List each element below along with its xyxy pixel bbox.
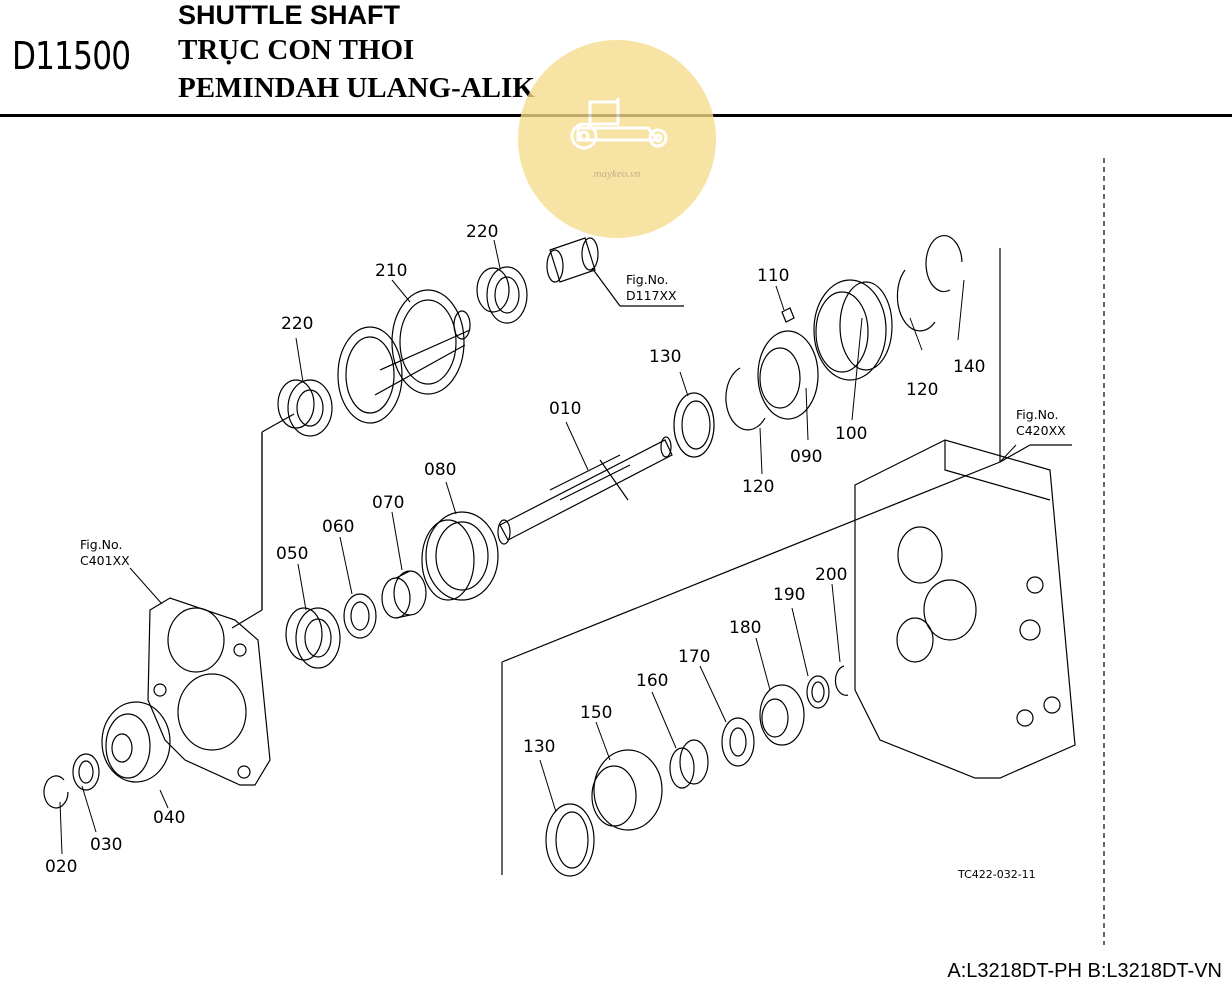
label-160: 160 — [636, 671, 669, 691]
part-130-ring-upper — [673, 392, 715, 458]
part-050-bearing — [285, 607, 341, 669]
label-010: 010 — [549, 399, 582, 419]
part-120-snap-ring-lower — [725, 367, 766, 431]
part-150-gear — [591, 749, 663, 831]
part-100-coupler — [813, 279, 893, 381]
label-020: 020 — [45, 857, 78, 877]
model-list: A:L3218DT-PH B:L3218DT-VN — [947, 960, 1222, 982]
figref-c401-label: Fig.No. — [80, 537, 123, 552]
part-180-bearing — [759, 684, 805, 746]
label-130-lower: 130 — [523, 737, 556, 757]
part-070-needle-bearing — [381, 570, 427, 619]
part-housing-c420 — [854, 439, 1076, 779]
figref-c420: Fig.No. C420XX — [1016, 407, 1066, 439]
title-indonesian: PEMINDAH ULANG-ALIK — [178, 72, 535, 104]
figref-c401: Fig.No. C401XX — [80, 537, 130, 569]
label-070: 070 — [372, 493, 405, 513]
title-vietnamese: TRỤC CON THOI — [178, 34, 415, 66]
label-180: 180 — [729, 618, 762, 638]
label-150: 150 — [580, 703, 613, 723]
label-110: 110 — [757, 266, 790, 286]
part-190-washer — [806, 675, 830, 709]
label-220-lower: 220 — [281, 314, 314, 334]
figref-c420-label: Fig.No. — [1016, 407, 1059, 422]
part-010-shaft — [497, 436, 673, 545]
label-190: 190 — [773, 585, 806, 605]
figref-c420-code: C420XX — [1016, 423, 1066, 438]
leader-lines — [59, 239, 1017, 855]
tractor-icon — [570, 98, 668, 150]
section-code: D11500 — [12, 34, 131, 78]
label-120-upper: 120 — [906, 380, 939, 400]
label-130-upper: 130 — [649, 347, 682, 367]
part-220-bearing-lower — [277, 379, 333, 437]
watermark-logo: maykeo.vn — [518, 40, 716, 238]
figref-d117-code: D117XX — [626, 288, 677, 303]
label-140: 140 — [953, 357, 986, 377]
label-090: 090 — [790, 447, 823, 467]
part-130-ring-lower — [545, 803, 595, 877]
part-110-key — [781, 307, 795, 323]
label-170: 170 — [678, 647, 711, 667]
part-030-washer — [72, 753, 100, 791]
label-120-lower: 120 — [742, 477, 775, 497]
watermark-text: maykeo.vn — [593, 168, 641, 180]
figref-d117-label: Fig.No. — [626, 272, 669, 287]
label-060: 060 — [322, 517, 355, 537]
label-210: 210 — [375, 261, 408, 281]
part-020-snap-ring — [43, 775, 69, 809]
part-sleeve — [546, 237, 599, 283]
part-160-needle-bearing — [669, 739, 709, 789]
part-040-gear — [101, 701, 171, 783]
part-060-collar — [343, 593, 377, 639]
part-140-snap-ring — [925, 235, 963, 293]
figref-c401-code: C401XX — [80, 553, 130, 568]
label-030: 030 — [90, 835, 123, 855]
part-210-gear — [337, 289, 471, 424]
part-090-hub — [757, 307, 819, 420]
label-100: 100 — [835, 424, 868, 444]
label-050: 050 — [276, 544, 309, 564]
part-cover-c401 — [147, 597, 271, 786]
label-200: 200 — [815, 565, 848, 585]
figref-d117: Fig.No. D117XX — [626, 272, 677, 304]
part-220-bearing-upper — [476, 266, 528, 324]
label-220-upper: 220 — [466, 222, 499, 242]
part-170-collar — [721, 717, 755, 767]
part-080-gear — [421, 511, 499, 601]
part-200-snap-ring — [834, 665, 849, 696]
part-120-snap-ring-upper — [896, 269, 936, 332]
drawing-reference: TC422-032-11 — [958, 868, 1036, 881]
label-080: 080 — [424, 460, 457, 480]
label-040: 040 — [153, 808, 186, 828]
title-english: SHUTTLE SHAFT — [178, 0, 400, 30]
